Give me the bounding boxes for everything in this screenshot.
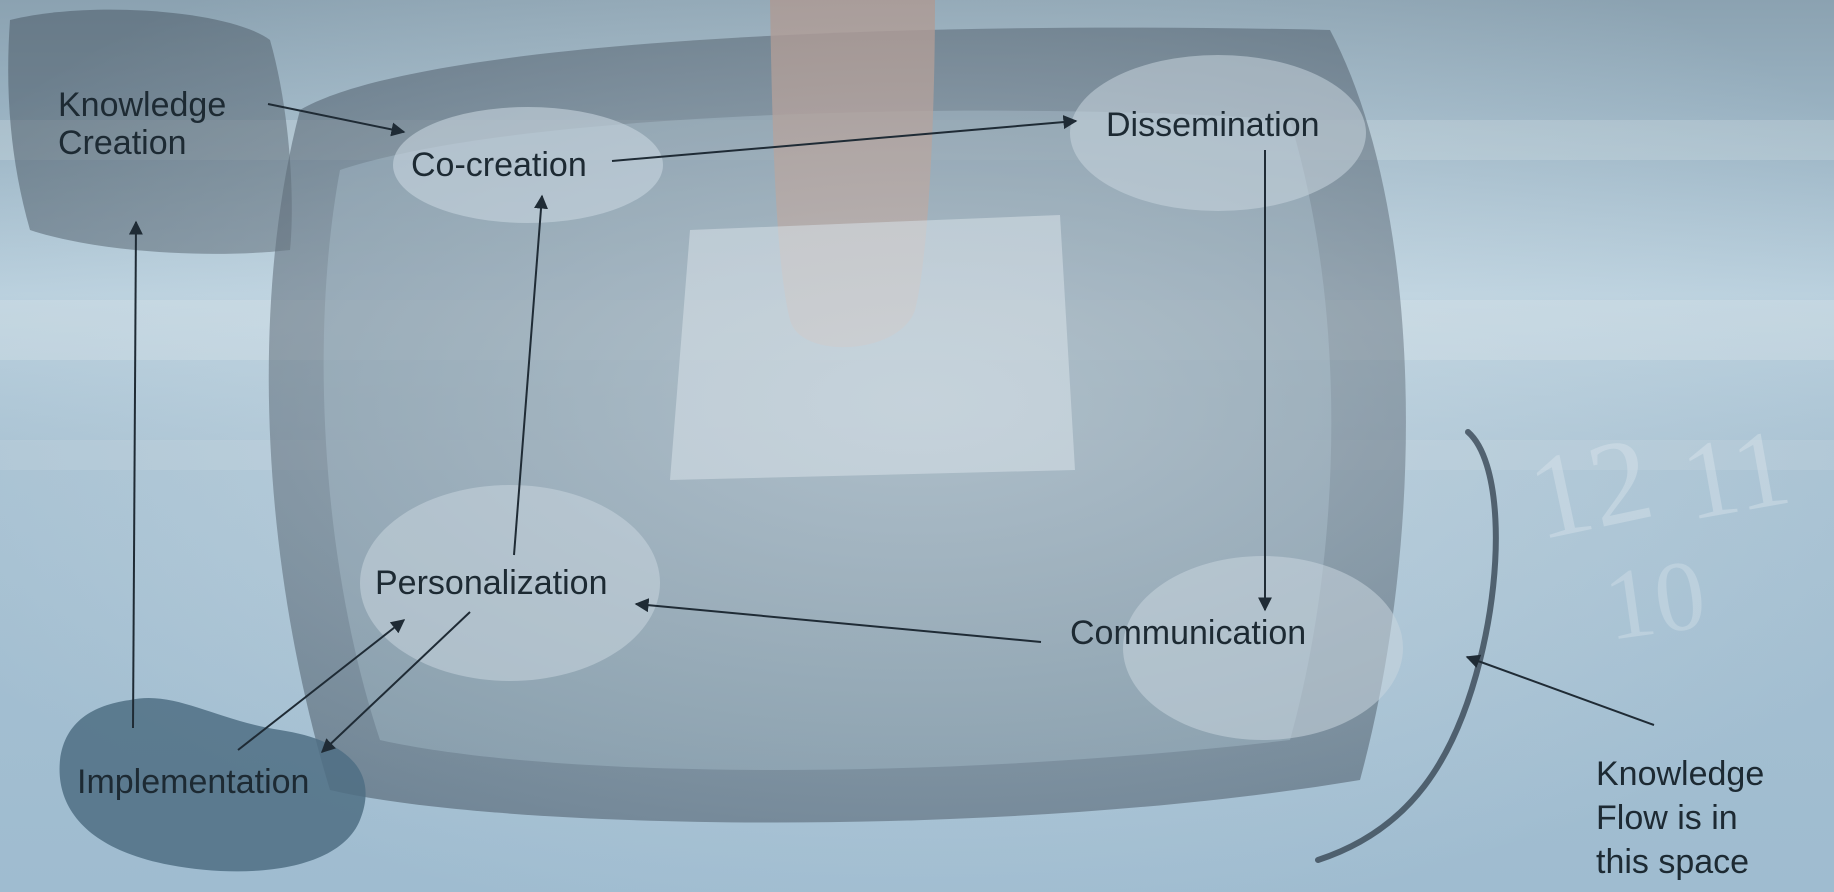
dissemination-node <box>1070 55 1366 211</box>
implementation-node <box>59 697 366 872</box>
arrow-knowledge-creation-to-co-creation <box>267 103 406 137</box>
personalization-label: Personalization <box>375 564 608 602</box>
arrow-implementation-to-personalization <box>237 619 406 751</box>
implementation-label: Implementation <box>77 763 310 801</box>
annotation-line-1: Knowledge <box>1596 755 1765 793</box>
arrow-personalization-to-implementation <box>320 611 471 753</box>
communication-label: Communication <box>1070 614 1307 652</box>
arrow-implementation-to-knowledge-creation <box>128 220 143 729</box>
co-creation-label: Co-creation <box>411 146 587 184</box>
arrow-personalization-to-co-creation <box>513 194 548 556</box>
annotation-line-2: Flow is in <box>1596 799 1738 837</box>
knowledge-creation-label: Knowledge Creation <box>58 86 226 162</box>
communication-node <box>1123 556 1403 740</box>
knowledge-flow-annotation: Knowledge Flow is in this space <box>1596 752 1764 884</box>
dissemination-label: Dissemination <box>1106 106 1320 144</box>
arrow-communication-to-personalization <box>634 598 1042 643</box>
knowledge-creation-line-1: Knowledge <box>58 86 227 124</box>
annotation-line-3: this space <box>1596 843 1750 881</box>
co-creation-node <box>393 107 663 223</box>
arrow-co-creation-to-dissemination <box>611 115 1078 162</box>
knowledge-creation-line-2: Creation <box>58 124 187 162</box>
arrow-annotation-to-bracket <box>1465 654 1655 726</box>
personalization-node <box>360 485 660 681</box>
